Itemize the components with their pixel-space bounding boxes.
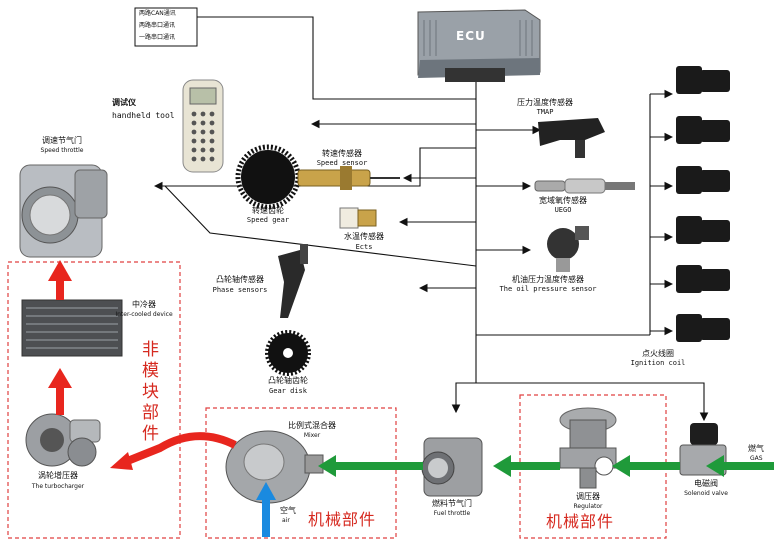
air-cn: 空气 bbox=[280, 506, 296, 515]
regulator-device bbox=[559, 407, 617, 489]
mixer-cn: 比例式混合器 bbox=[288, 421, 336, 430]
oil-pressure-en: The oil pressure sensor bbox=[499, 285, 597, 293]
speed-gear-en: Speed gear bbox=[246, 216, 290, 224]
intercooler-device bbox=[21, 299, 123, 357]
turbo-en: The turbocharger bbox=[31, 483, 85, 490]
blue-air-arrow bbox=[256, 482, 276, 537]
speed-throttle-en: Speed throttle bbox=[40, 147, 84, 154]
mechanical-left-label: 机械部件 bbox=[308, 510, 377, 529]
gear-disk-cn: 凸轮轴齿轮 bbox=[268, 376, 308, 385]
solenoid-cn: 电磁阀 bbox=[694, 479, 718, 488]
fuel-throttle-en: Fuel throttle bbox=[433, 510, 471, 517]
mechanical-left-box bbox=[205, 407, 397, 539]
fuel-throttle-device bbox=[421, 437, 483, 497]
gear-disk-device bbox=[265, 330, 311, 376]
ignition-coil-3 bbox=[676, 166, 730, 194]
wiring bbox=[153, 16, 709, 422]
ignition-coil-2 bbox=[676, 116, 730, 144]
intercooler-cn: 中冷器 bbox=[132, 300, 156, 309]
ignition-coil-5 bbox=[676, 265, 730, 293]
ignition-cn: 点火线圈 bbox=[642, 349, 674, 358]
ecu-label: ECU bbox=[456, 29, 486, 43]
handheld-device bbox=[182, 79, 224, 173]
phase-sensor-device bbox=[278, 244, 308, 318]
non-module-box bbox=[7, 261, 181, 539]
ignition-coil-4 bbox=[676, 216, 730, 244]
air-en: air bbox=[282, 517, 290, 524]
intercooler-en: Inter-cooled device bbox=[115, 311, 173, 318]
gas-cn: 燃气 bbox=[748, 444, 764, 453]
mixer-en: Mixer bbox=[303, 432, 321, 439]
non-module-label: 非 模 块 部 件 bbox=[142, 340, 159, 445]
speed-sensor-en: Speed sensor bbox=[316, 159, 368, 167]
speed-throttle-cn: 调速节气门 bbox=[42, 136, 82, 145]
turbo-cn: 涡轮增压器 bbox=[38, 471, 78, 480]
non-module-char-1: 非 bbox=[142, 340, 159, 360]
speed-throttle-device bbox=[19, 164, 108, 258]
fuel-throttle-cn: 燃料节气门 bbox=[432, 499, 472, 508]
speed-gear-cn: 转速齿轮 bbox=[252, 206, 284, 215]
comm-box bbox=[134, 7, 198, 47]
regulator-cn: 调压器 bbox=[576, 492, 600, 501]
gas-en: GAS bbox=[750, 455, 763, 462]
tmap-device bbox=[538, 118, 605, 158]
comm-line-3: 一路串口通讯 bbox=[139, 34, 176, 41]
comm-line-2: 两路串口通讯 bbox=[139, 22, 176, 29]
phase-sensor-en: Phase sensors bbox=[212, 286, 268, 294]
oil-pressure-cn: 机油压力温度传感器 bbox=[512, 275, 584, 284]
solenoid-en: Solenoid valve bbox=[684, 490, 728, 497]
tmap-en: TMAP bbox=[536, 108, 554, 116]
mixer-device bbox=[225, 430, 324, 504]
speed-sensor-cn: 转速传感器 bbox=[322, 149, 362, 158]
uego-cn: 宽域氧传感器 bbox=[539, 196, 587, 205]
gear-disk-en: Gear disk bbox=[269, 387, 307, 395]
tmap-cn: 压力温度传感器 bbox=[517, 98, 573, 107]
ects-cn: 水温传感器 bbox=[344, 232, 384, 241]
ects-en: Ects bbox=[355, 243, 373, 251]
turbocharger-device bbox=[25, 413, 101, 467]
ecu-unit bbox=[417, 9, 541, 82]
ects-device bbox=[339, 207, 377, 229]
uego-device bbox=[534, 178, 635, 194]
non-module-char-2: 模 bbox=[142, 361, 159, 381]
handheld-cn: 调试仪 bbox=[112, 98, 136, 107]
non-module-char-4: 部 bbox=[142, 403, 159, 423]
non-module-char-5: 件 bbox=[142, 424, 159, 444]
mechanical-right-label: 机械部件 bbox=[546, 512, 615, 531]
ignition-coils bbox=[676, 66, 730, 342]
ignition-coil-6 bbox=[676, 314, 730, 342]
oil-pressure-device bbox=[547, 226, 589, 272]
speed-sensor-device bbox=[297, 166, 400, 190]
uego-en: UEGO bbox=[554, 206, 572, 214]
handheld-en: handheld tool bbox=[112, 111, 175, 120]
red-flow bbox=[48, 260, 237, 470]
ignition-en: Ignition coil bbox=[630, 359, 686, 367]
ignition-coil-1 bbox=[676, 66, 730, 94]
green-flow bbox=[318, 455, 774, 477]
non-module-char-3: 块 bbox=[142, 382, 159, 402]
speed-gear-device bbox=[235, 144, 301, 210]
comm-line-1: 两路CAN通讯 bbox=[139, 10, 176, 17]
regulator-en: Regulator bbox=[573, 503, 603, 510]
phase-sensor-cn: 凸轮轴传感器 bbox=[216, 275, 264, 284]
